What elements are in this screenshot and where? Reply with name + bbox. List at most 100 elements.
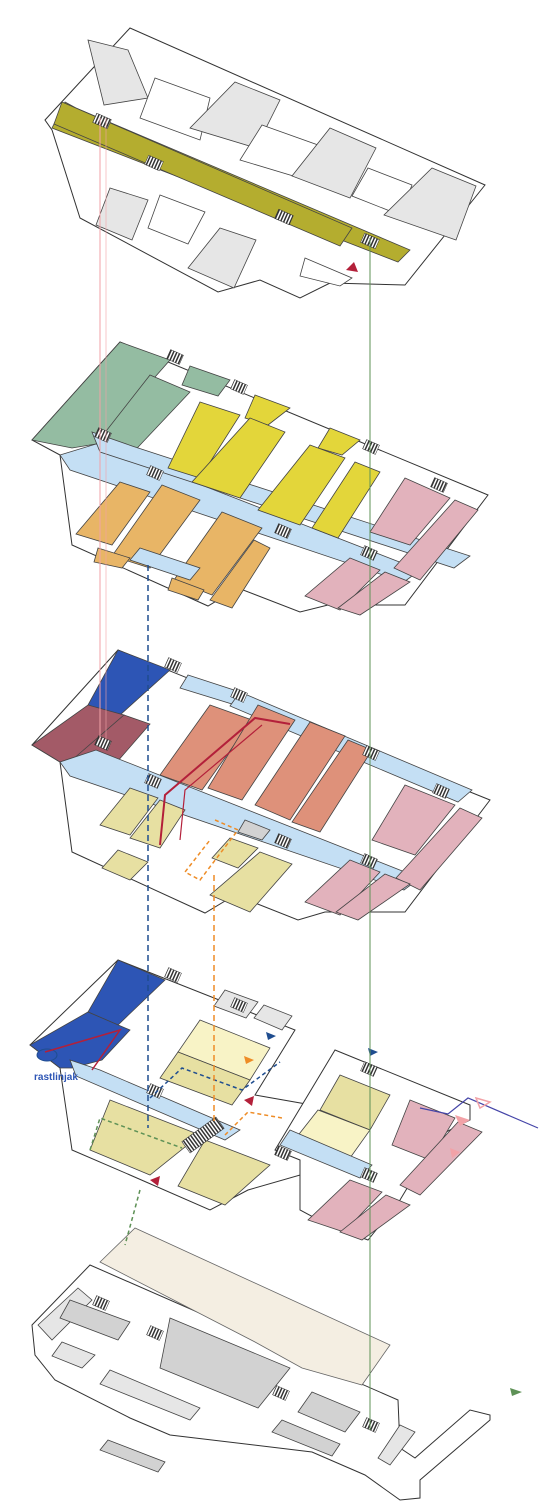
greenhouse-label: rastlinjak <box>34 1072 78 1083</box>
staircase <box>94 735 112 751</box>
room <box>271 1419 341 1457</box>
room <box>111 484 201 569</box>
route-line-green <box>124 1189 141 1246</box>
room <box>253 1004 293 1031</box>
staircase <box>274 523 292 539</box>
room <box>51 1341 96 1369</box>
room <box>237 819 271 841</box>
staircase <box>164 967 182 983</box>
arrow-marker <box>455 1115 470 1126</box>
room <box>395 807 483 891</box>
arrow-marker <box>510 1388 522 1396</box>
corridor <box>129 547 201 581</box>
staircase <box>146 465 164 481</box>
level-4-plan: rastlinjak <box>29 959 539 1241</box>
room <box>291 739 373 833</box>
room <box>317 427 361 456</box>
staircase <box>272 1385 290 1401</box>
wing <box>181 365 231 397</box>
room <box>101 849 149 881</box>
room <box>159 1051 251 1106</box>
room <box>129 799 186 849</box>
room <box>99 1439 166 1473</box>
staircase <box>144 773 162 789</box>
room <box>177 1139 271 1206</box>
arrow-marker <box>346 262 358 272</box>
staircase <box>362 745 380 761</box>
courtyard <box>99 1227 391 1386</box>
room <box>159 1317 291 1409</box>
circulation-route <box>149 1061 281 1099</box>
level-5-plan <box>31 1227 522 1501</box>
room <box>291 127 377 199</box>
circulation-route <box>44 1028 122 1071</box>
room <box>99 787 159 836</box>
staircase <box>92 1295 110 1311</box>
room <box>99 1369 201 1421</box>
room <box>209 539 271 609</box>
staircase <box>94 427 112 443</box>
corridor <box>53 101 353 247</box>
arrow-marker <box>474 1096 492 1110</box>
staircase <box>360 1167 378 1183</box>
room <box>147 194 206 245</box>
room <box>371 784 456 856</box>
room <box>383 167 477 241</box>
staircase <box>360 853 378 869</box>
room <box>369 477 451 546</box>
arrow-marker <box>244 1056 254 1064</box>
main-staircase <box>181 1116 225 1154</box>
arrow-marker <box>266 1032 276 1040</box>
arrow-marker <box>450 1148 460 1158</box>
room <box>159 704 253 791</box>
staircase <box>432 783 450 799</box>
staircase <box>362 439 380 455</box>
room <box>393 499 479 581</box>
room <box>95 187 149 241</box>
level-2-plan <box>31 341 489 616</box>
arrow-marker <box>150 1176 160 1186</box>
vertical-connections <box>99 118 371 1430</box>
level-1-plan <box>44 27 486 299</box>
staircase <box>274 833 292 849</box>
corridor <box>69 1059 241 1141</box>
staircase <box>360 1061 378 1077</box>
circulation-route <box>159 716 291 846</box>
room <box>187 227 257 289</box>
staircase <box>164 657 182 673</box>
staircase <box>230 379 248 395</box>
circulation-route <box>183 819 240 881</box>
circulation-route <box>179 724 263 841</box>
circulation-route <box>419 1097 539 1129</box>
level-3-plan <box>31 649 491 921</box>
room <box>93 547 131 569</box>
room <box>254 721 346 821</box>
staircase <box>360 545 378 561</box>
room <box>191 417 286 499</box>
staircase <box>166 349 184 365</box>
room <box>139 77 211 141</box>
staircase <box>274 208 294 226</box>
room <box>297 1391 361 1433</box>
room <box>337 571 411 616</box>
staircase <box>362 1417 380 1433</box>
room <box>173 511 263 596</box>
room <box>59 1299 131 1341</box>
room <box>299 257 353 287</box>
circulation-route <box>89 1117 183 1151</box>
room <box>167 577 205 601</box>
staircase <box>430 477 448 493</box>
room <box>257 444 346 526</box>
room <box>335 873 411 921</box>
corridor <box>279 1129 373 1179</box>
room <box>207 704 296 801</box>
staircase <box>230 687 248 703</box>
room <box>209 851 293 913</box>
staircase <box>144 154 164 172</box>
room <box>311 461 381 539</box>
room <box>75 481 151 546</box>
room <box>211 837 259 869</box>
room <box>377 1424 416 1466</box>
staircase <box>274 1145 292 1161</box>
